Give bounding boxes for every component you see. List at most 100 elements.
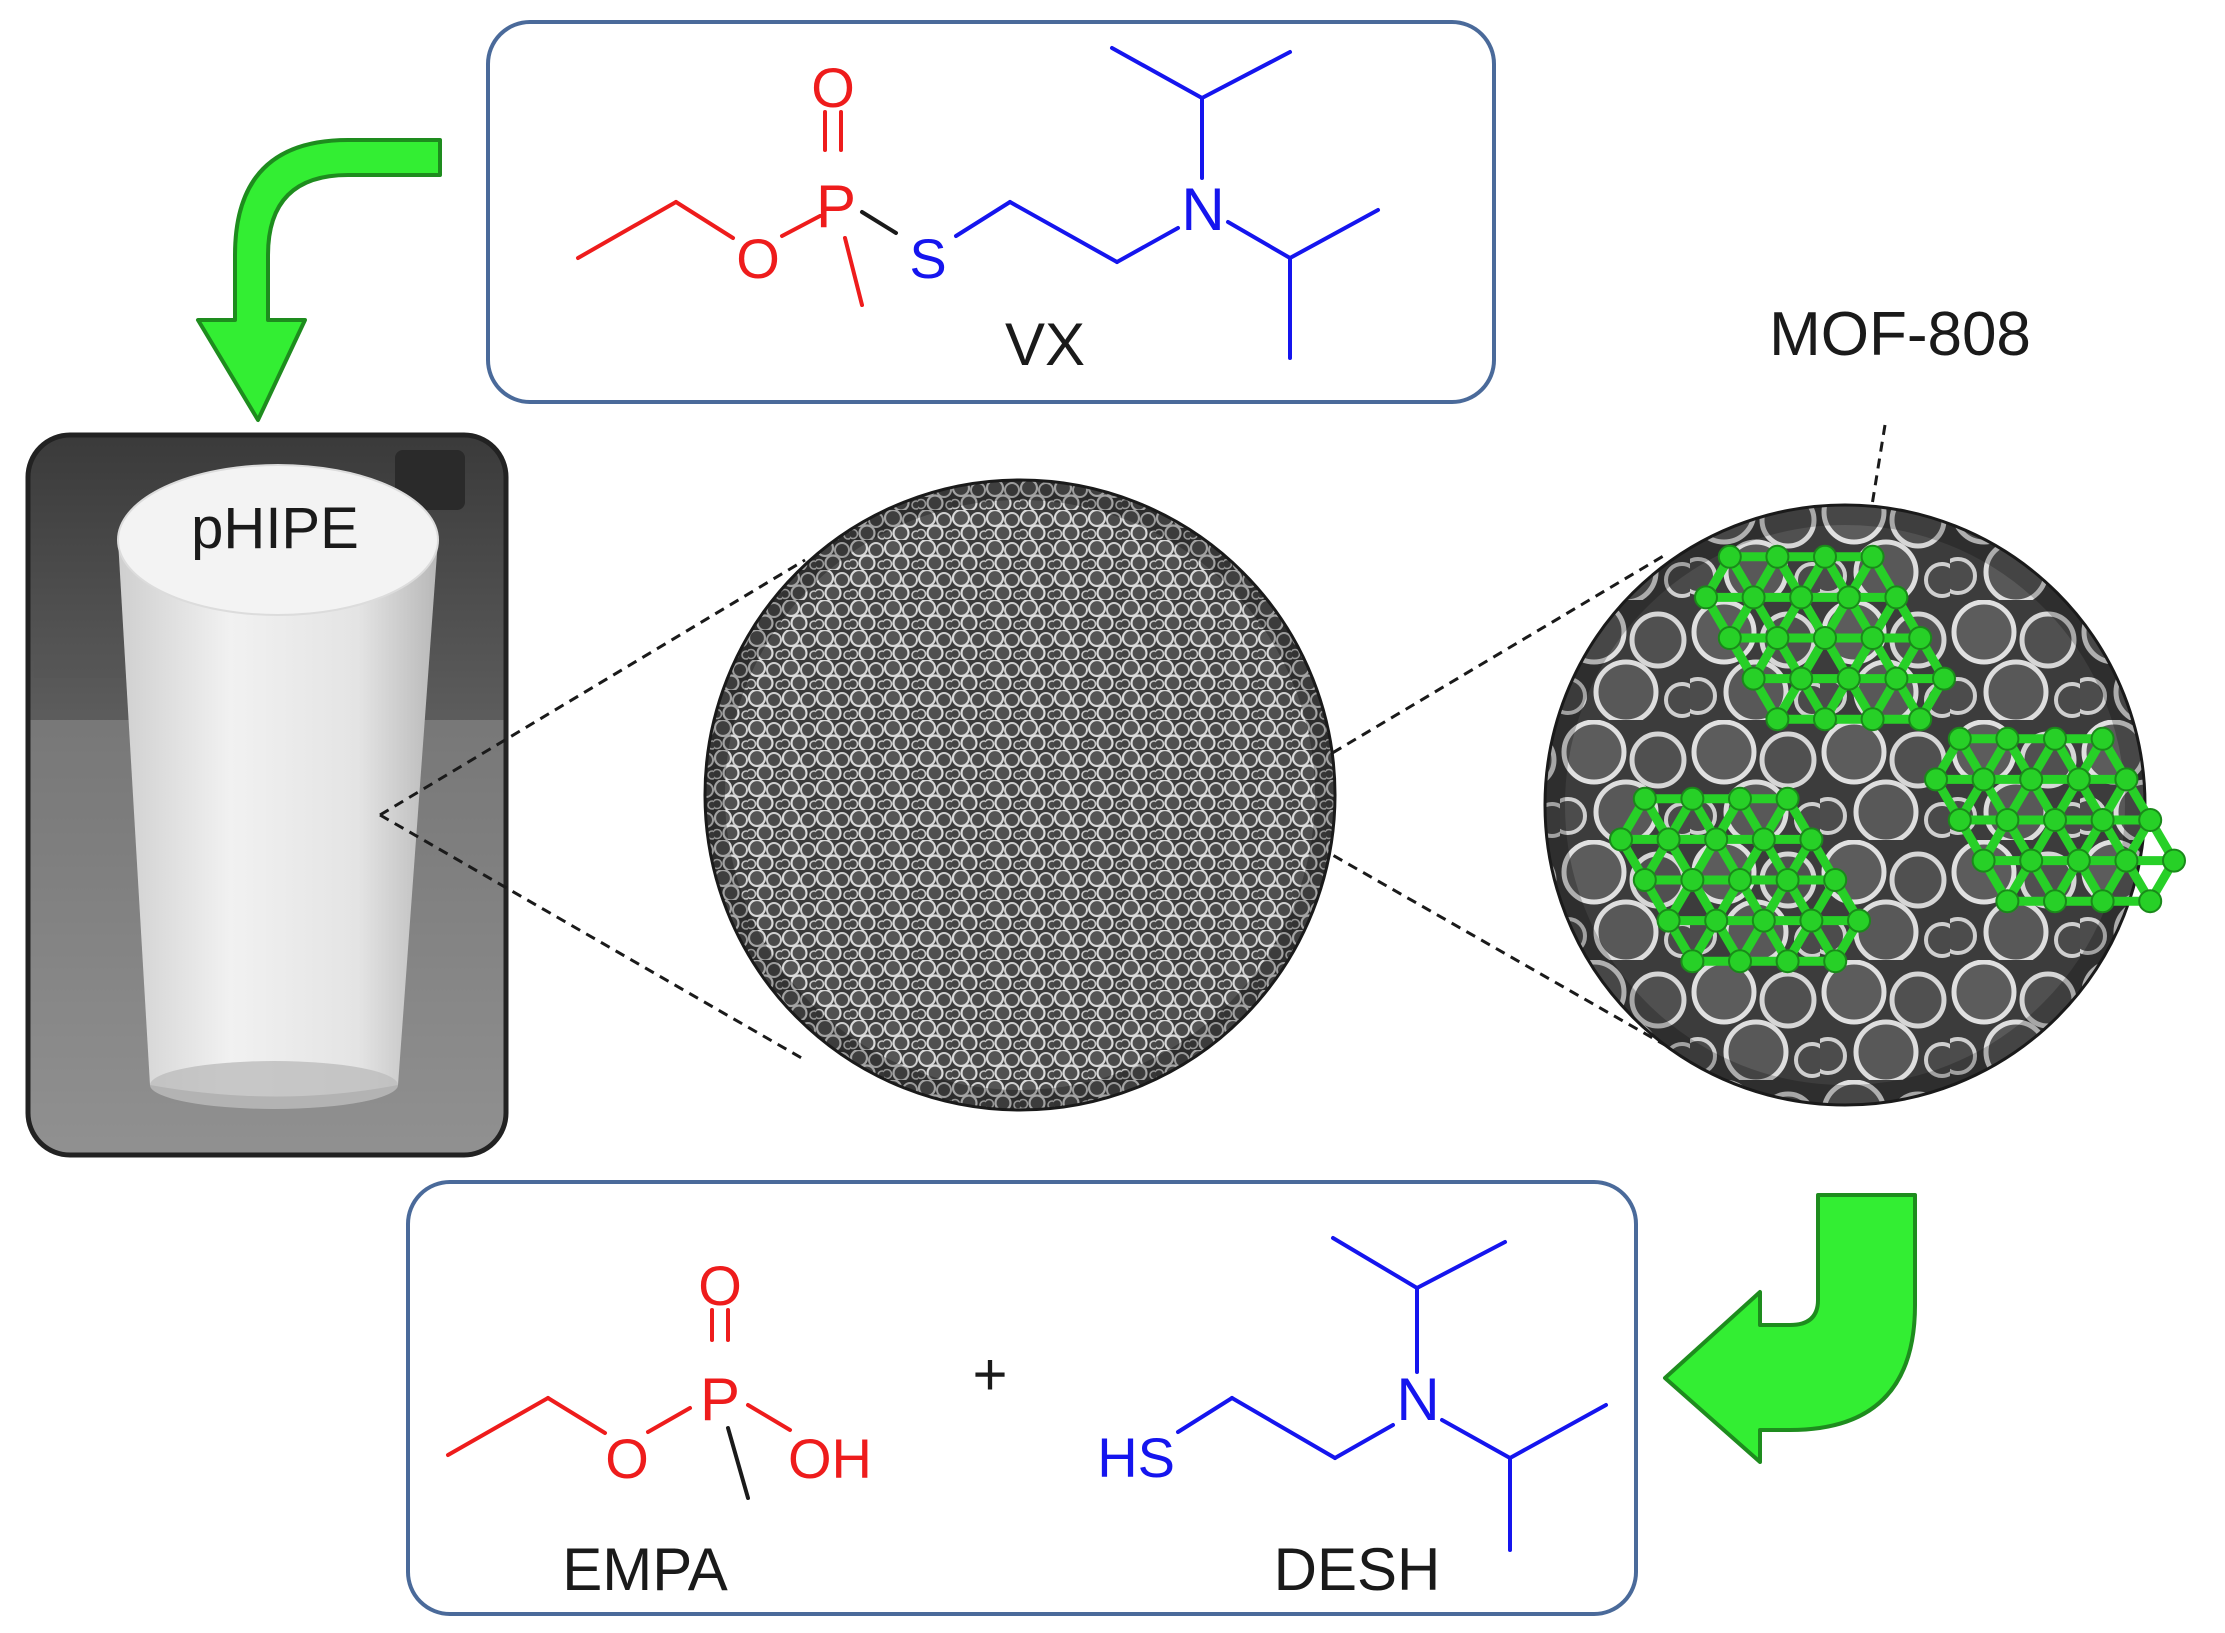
vx-ch2-ch2-bond [1008, 200, 1119, 264]
mof-808-node [1765, 626, 1790, 650]
mof-808-node [1860, 626, 1885, 650]
mof-808-node [1728, 949, 1752, 974]
mof-808-node [1656, 908, 1681, 933]
mof-808-node [1728, 868, 1752, 892]
vx-s-ch2-bond [954, 200, 1012, 238]
mof-808-node [1632, 868, 1657, 892]
mof-808-node [1728, 786, 1752, 811]
mof-808-node [2138, 808, 2163, 832]
vx-atom-o-ester: O [736, 227, 780, 290]
mof-808-node [1799, 908, 1824, 933]
vx-atom-o-double: O [811, 56, 855, 119]
mof-808-node [1884, 585, 1909, 610]
mof-808-crystal [1694, 544, 1956, 732]
mof-808-node [1860, 544, 1885, 569]
mof-808-node [1741, 666, 1766, 691]
mof-808-node [1860, 707, 1885, 732]
mof-808-node [1680, 949, 1705, 974]
sem-circle-high-magnification [1543, 503, 2186, 1107]
mof-808-node [1924, 767, 1948, 792]
mof-808-crystals [1609, 544, 2186, 974]
empa-p-methyl-bond [726, 1426, 750, 1500]
mof-808-node [1609, 827, 1633, 852]
mof-808-node [1813, 707, 1837, 732]
curved-arrow-down-icon [196, 138, 442, 422]
mof-808-node [1704, 827, 1729, 852]
mof-808-node [1717, 626, 1742, 650]
mof-808-node [1751, 908, 1776, 933]
desh-n-ipr2-bond [1440, 1418, 1512, 1460]
desh-ipr2-methyl-a [1508, 1403, 1608, 1460]
empa-structure [446, 1308, 792, 1500]
mof-808-node [2019, 848, 2044, 873]
mof-808-node [1632, 786, 1657, 811]
desh-atom-n: N [1396, 1366, 1439, 1433]
mof-808-node [1704, 908, 1729, 933]
mof-808-node [1908, 626, 1933, 650]
vx-ch2-n-bond [1115, 226, 1180, 264]
mof-808-node [1823, 949, 1848, 974]
mof-808-node [1847, 908, 1871, 933]
mof-808-node [2090, 889, 2115, 914]
empa-ethyl-bond-1 [446, 1396, 550, 1457]
empa-atom-o-double: O [698, 1254, 742, 1317]
vx-ipr1-methyl-a [1110, 46, 1204, 100]
mof-808-node [1813, 626, 1837, 650]
reaction-plus-sign: + [972, 1341, 1007, 1408]
mof-808-node [1836, 666, 1861, 691]
vx-o-p-bond [780, 214, 822, 238]
mof-808-label: MOF-808 [1769, 300, 2031, 369]
mof-808-node [2090, 808, 2115, 832]
mof-808-node [1932, 666, 1956, 691]
empa-atom-o-ester: O [605, 1427, 649, 1490]
mof-808-node [1765, 544, 1790, 569]
empa-atom-p: P [700, 1366, 740, 1433]
mof-808-node [2114, 848, 2139, 873]
vx-ethyl-bond-1 [576, 200, 678, 260]
mof-808-node [1775, 949, 1800, 974]
mof-808-node [1995, 889, 2020, 914]
vx-atom-p: P [816, 173, 856, 240]
empa-ethyl-bond-2 [546, 1396, 607, 1435]
desh-molecule-name: DESH [1274, 1536, 1441, 1603]
vx-ethyl-bond-2 [674, 200, 735, 240]
empa-atom-oh: OH [788, 1427, 872, 1490]
mof-808-node [1947, 726, 1972, 751]
phipe-label: pHIPE [191, 496, 359, 561]
mof-808-crystal [1609, 786, 1871, 974]
mof-808-node [1680, 786, 1705, 811]
mof-808-node [1971, 767, 1996, 792]
zoom-line-right-lower [1244, 803, 1666, 1047]
desh-ipr1-methyl-a [1331, 1236, 1419, 1290]
vx-p-methyl-bond [843, 236, 864, 307]
desh-structure [1176, 1236, 1608, 1552]
mof-808-node [1995, 808, 2020, 832]
vx-n-ipr2-bond [1226, 220, 1292, 260]
mof-808-node [1836, 585, 1861, 610]
mof-808-node [2043, 726, 2067, 751]
mof-808-node [1908, 707, 1933, 732]
mof-808-node [2138, 889, 2163, 914]
vx-molecule-name: VX [1005, 311, 1085, 378]
mof-808-node [1813, 544, 1837, 569]
mof-808-node [1775, 868, 1800, 892]
mof-808-node [1775, 786, 1800, 811]
desh-ch2-n-bond [1333, 1423, 1395, 1460]
mof-808-node [1694, 585, 1718, 610]
mof-808-node [1751, 827, 1776, 852]
mof-808-node [1717, 544, 1742, 569]
mof-808-node [2114, 767, 2139, 792]
mof-808-node [1680, 868, 1705, 892]
phipe-photo-frame [25, 432, 509, 1158]
vx-p-s-bond [860, 210, 898, 235]
curved-arrow-left-icon [1663, 1193, 1917, 1464]
mof-808-node [2043, 808, 2067, 832]
mof-808-node [1823, 868, 1848, 892]
vx-ipr1-methyl-b [1200, 50, 1292, 100]
mof-808-node [1947, 808, 1972, 832]
mof-808-node [1765, 707, 1790, 732]
mof-808-crystal [1924, 726, 2186, 914]
mof-808-node [1789, 666, 1814, 691]
mof-808-node [1884, 666, 1909, 691]
